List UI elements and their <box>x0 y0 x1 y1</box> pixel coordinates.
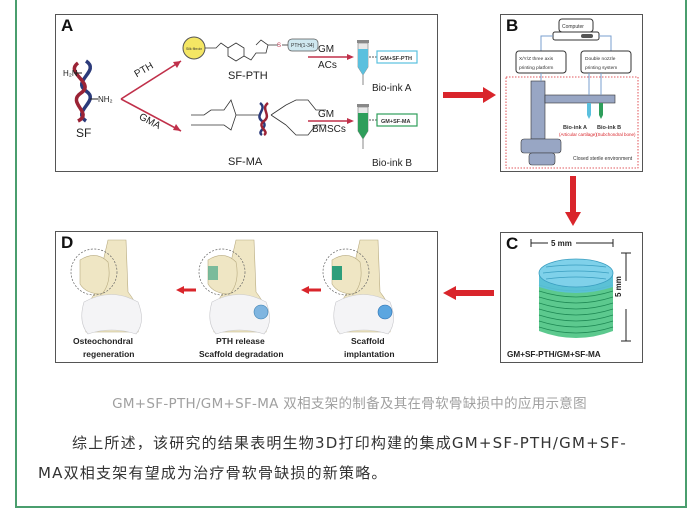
top-reagent-2: ACs <box>318 60 337 71</box>
height-dim-label: 5 mm <box>614 276 623 297</box>
bioink-b-label: Bio-ink B <box>372 158 412 169</box>
panel-a-label: A <box>61 16 74 35</box>
sf-ma-label: SF-MA <box>228 156 263 168</box>
stage-2-line-2: Scaffold degradation <box>199 349 284 359</box>
bone-degradation-icon <box>198 239 270 335</box>
gma-branch-label: GMA <box>137 112 163 133</box>
panel-b-diagram: Computer X/Y/Z three axis printing platf… <box>505 18 639 169</box>
nozzle-line-2: printing system <box>585 65 617 71</box>
panel-c-diagram: 5 mm 5 mm GM+SF-PTH/GM+SF-MA <box>507 239 631 359</box>
figure-caption: GM+SF-PTH/GM+SF-MA 双相支架的制备及其在骨软骨缺损中的应用示意… <box>112 396 587 412</box>
pth-branch-label: PTH <box>133 61 156 81</box>
bioink-a-label: Bio-ink A <box>372 83 412 94</box>
arrow-c-to-d-icon <box>443 286 494 300</box>
panel-a-diagram: H₂N NH₂ SF PTH GMA Silk fibroin S PTH(1-… <box>63 36 418 169</box>
sf-helix-icon <box>72 59 93 123</box>
arrow-d-1-icon <box>176 286 196 294</box>
pth-tag: PTH(1-34) <box>291 43 315 49</box>
panel-d-diagram: Osteochondral regeneration PTH release S… <box>70 239 395 359</box>
stage-1-line-1: Osteochondral <box>73 336 133 346</box>
stage-3-line-1: Scaffold <box>351 336 385 346</box>
panel-b-ink-a-sub: (Articular cartilage) <box>559 132 597 137</box>
sf-label: SF <box>76 126 91 140</box>
panel-a: A H₂N NH₂ SF PTH GMA Silk fibroin S PTH(… <box>55 14 438 172</box>
scaffold-icon <box>538 258 614 338</box>
width-dim-label: 5 mm <box>551 239 572 248</box>
bottom-reagent-2: BMSCs <box>312 124 346 135</box>
svg-text:S: S <box>277 43 281 49</box>
nozzle-line-1: Double nozzle <box>585 56 616 62</box>
platform-line-2: printing platform <box>519 65 553 71</box>
arrow-b-to-c-icon <box>565 176 581 226</box>
ink-a-box: GM+SF-PTH <box>380 56 412 62</box>
panel-b: B Computer X/Y/Z three axis printing pla… <box>500 14 643 172</box>
panel-b-ink-a: Bio-ink A <box>563 125 587 131</box>
arrow-a-to-b-icon <box>443 87 496 103</box>
panel-c-label: C <box>506 234 519 253</box>
panel-c: C 5 mm 5 mm GM+SF-PTH/GM+SF-MA <box>500 232 643 363</box>
panel-c-caption: GM+SF-PTH/GM+SF-MA <box>507 350 601 359</box>
paragraph-line-1: 综上所述，该研究的结果表明生物3D打印构建的集成GM+SF-PTH/GM+SF- <box>72 434 628 452</box>
printer-icon <box>520 80 616 166</box>
stage-3-line-2: implantation <box>344 349 395 359</box>
syringe-b-icon <box>357 104 369 149</box>
bone-regeneration-icon <box>70 239 142 335</box>
computer-label: Computer <box>562 24 584 30</box>
panel-b-ink-b: Bio-ink B <box>597 125 621 131</box>
bone-implantation-icon <box>322 239 394 335</box>
arrow-d-2-icon <box>301 286 321 294</box>
sf-pth-label: SF-PTH <box>228 70 268 82</box>
stage-2-line-1: PTH release <box>216 336 265 346</box>
paragraph-line-2: MA双相支架有望成为治疗骨软骨缺损的新策略。 <box>38 464 388 482</box>
top-reagent-1: GM <box>318 44 334 55</box>
stage-1-line-2: regeneration <box>83 349 135 359</box>
syringe-a-icon <box>357 40 369 85</box>
platform-line-1: X/Y/Z three axis <box>519 56 554 62</box>
panel-d-label: D <box>61 233 74 252</box>
ink-b-box: GM+SF-MA <box>381 119 411 125</box>
bottom-reagent-1: GM <box>318 109 334 120</box>
panel-b-label: B <box>506 16 519 35</box>
silk-fibroin-label: Silk fibroin <box>186 47 202 51</box>
nh2-label: NH₂ <box>98 95 113 104</box>
computer-icon <box>552 18 600 41</box>
panel-b-ink-b-sub: (Subchondral bone) <box>596 132 636 137</box>
environment-label: Closed sterile environment <box>573 156 633 162</box>
h2n-label: H₂N <box>63 69 78 78</box>
panel-d: D Osteochondral regeneration PTH release… <box>55 231 438 363</box>
content-frame <box>15 0 687 508</box>
